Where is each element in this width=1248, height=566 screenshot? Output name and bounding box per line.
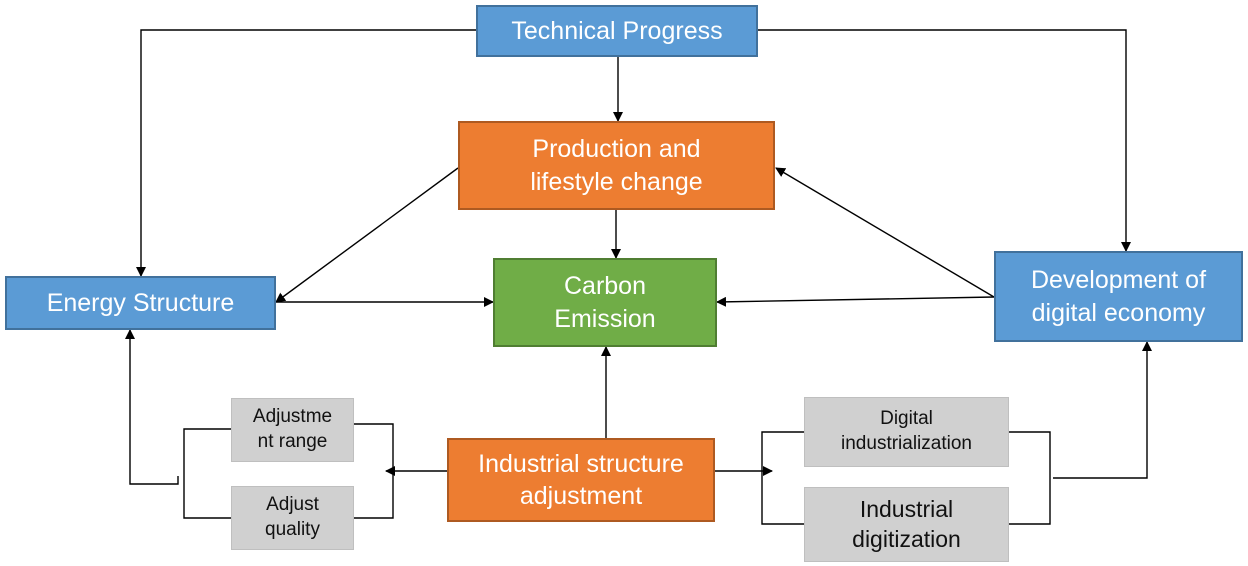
technical-progress-label: Technical Progress	[511, 16, 723, 45]
left-bracket-outer	[183, 428, 231, 519]
digital-economy-node: Development of digital economy	[994, 251, 1243, 342]
arrow-left-bracket-to-energy	[125, 329, 179, 485]
industrial-digitization-label: Industrial digitization	[852, 495, 961, 552]
industrial-digitization-node: Industrial digitization	[804, 487, 1009, 562]
adjust-quality-label: Adjust quality	[265, 494, 320, 540]
right-bracket-inner	[1009, 431, 1051, 525]
arrow-technical-to-energy	[136, 29, 476, 277]
adjustment-range-node: Adjustme nt range	[231, 398, 354, 462]
digital-industrialization-node: Digital industrialization	[804, 397, 1009, 467]
industrial-adjustment-label: Industrial structure adjustment	[478, 449, 684, 511]
arrow-right-bracket-to-digital-economy	[1053, 341, 1152, 479]
digital-industrialization-label: Digital industrialization	[841, 408, 972, 454]
production-lifestyle-label: Production and lifestyle change	[530, 135, 703, 196]
carbon-emission-label: Carbon Emission	[554, 272, 656, 333]
arrow-technical-to-digital-economy	[758, 29, 1131, 252]
energy-structure-node: Energy Structure	[5, 276, 276, 330]
energy-structure-label: Energy Structure	[46, 288, 235, 317]
adjustment-range-label: Adjustme nt range	[252, 406, 333, 452]
right-bracket-outer	[761, 431, 804, 525]
digital-economy-label: Development of digital economy	[1030, 266, 1207, 327]
arrow-digital-economy-to-carbon	[716, 296, 995, 307]
carbon-emission-node: Carbon Emission	[493, 258, 717, 347]
arrow-digital-economy-to-production	[775, 167, 995, 298]
arrow-production-to-energy	[275, 167, 459, 303]
adjust-quality-node: Adjust quality	[231, 486, 354, 550]
industrial-adjustment-node: Industrial structure adjustment	[447, 438, 715, 522]
technical-progress-node: Technical Progress	[476, 5, 758, 57]
production-lifestyle-node: Production and lifestyle change	[458, 121, 775, 210]
left-bracket-inner	[354, 423, 394, 519]
